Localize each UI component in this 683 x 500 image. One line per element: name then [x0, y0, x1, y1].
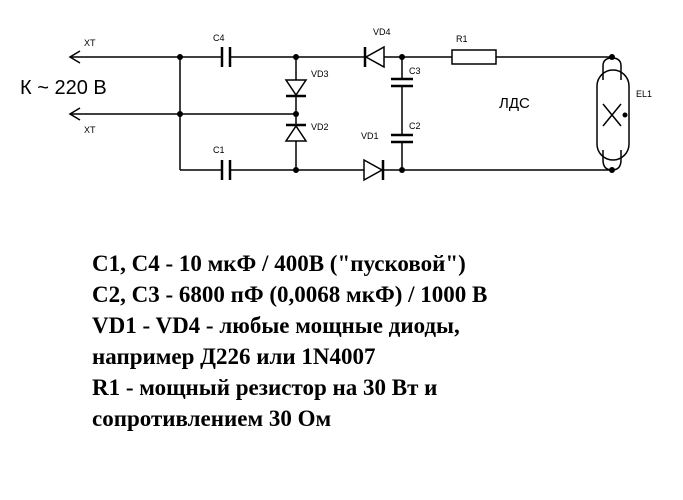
- component-legend: C1, C4 - 10 мкФ / 400В ("пусковой") C2, …: [92, 248, 487, 434]
- legend-line: C2, C3 - 6800 пФ (0,0068 мкФ) / 1000 В: [92, 282, 488, 307]
- r1-label: R1: [456, 34, 468, 44]
- lamp-type-label: ЛДС: [499, 95, 530, 112]
- wire-left-rail: [177, 54, 299, 170]
- diode-vd2: [284, 123, 308, 142]
- supply-voltage-label: К ~ 220 В: [20, 77, 107, 99]
- vd3-label: VD3: [311, 69, 329, 79]
- legend-line: VD1 - VD4 - любые мощные диоды,: [92, 313, 460, 338]
- diode-vd3: [284, 79, 308, 98]
- c1-label: C1: [213, 145, 225, 155]
- capacitor-c3: [391, 54, 413, 114]
- vd1-label: VD1: [361, 131, 379, 141]
- c2-label: C2: [409, 121, 421, 131]
- capacitor-c2: [391, 114, 413, 173]
- vd2-label: VD2: [311, 122, 329, 132]
- resistor-r1: [451, 49, 612, 65]
- capacitor-c4: [180, 47, 296, 67]
- capacitor-c1: [180, 160, 296, 180]
- fluorescent-lamp-el1: [596, 54, 630, 173]
- terminal-bottom: [68, 107, 180, 121]
- c3-label: C3: [409, 66, 421, 76]
- diode-vd1: [296, 158, 612, 182]
- legend-line: например Д226 или 1N4007: [92, 344, 376, 369]
- el1-label: EL1: [636, 89, 652, 99]
- terminal-top-label: XT: [84, 38, 96, 48]
- legend-line: сопротивлением 30 Ом: [92, 406, 332, 431]
- vd4-label: VD4: [373, 27, 391, 37]
- legend-line: R1 - мощный резистор на 30 Вт и: [92, 375, 438, 400]
- diode-vd4: [296, 45, 452, 69]
- c4-label: C4: [213, 33, 225, 43]
- legend-line: C1, C4 - 10 мкФ / 400В ("пусковой"): [92, 251, 466, 276]
- terminal-top: [68, 50, 180, 64]
- terminal-bottom-label: XT: [84, 125, 96, 135]
